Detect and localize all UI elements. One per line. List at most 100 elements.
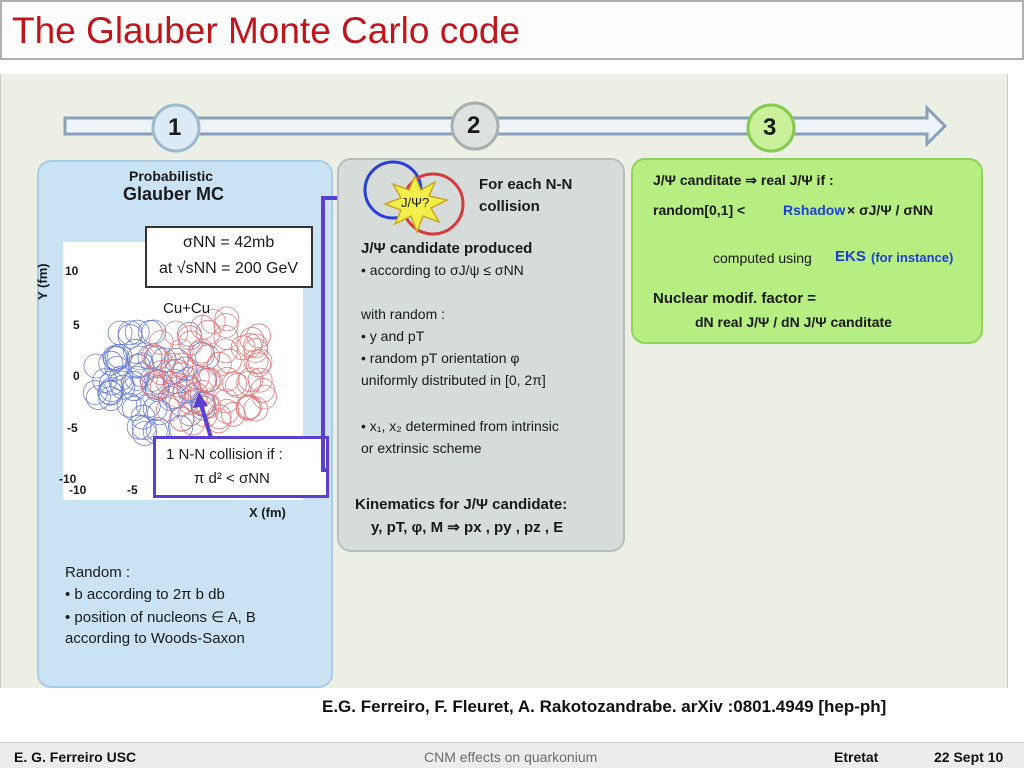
nucleon-a [102,345,128,370]
random-line2: • b according to 2π b db [65,586,225,603]
random-line1: Random : [65,564,131,581]
box2-header-line1: For each N-N [479,176,573,193]
nucleon-a [86,385,111,411]
nucleon-b [143,346,169,371]
nucleon-a [117,320,143,346]
x-axis-label: X (fm) [249,505,286,520]
nucleon-a [144,345,170,370]
candidate-line: • according to σJ/ψ ≤ σNN [361,262,524,278]
process-arrow-shape [63,104,948,148]
computed-pre: computed using [713,250,812,266]
real-jpsi-box [631,158,983,344]
nucleon-b [169,362,195,388]
nucleon-scatter [82,306,277,446]
step-circle-3 [746,103,796,153]
nucleon-b [206,351,232,377]
nucleon-a [122,396,147,421]
nucleon-b [246,323,272,349]
nucleon-b [168,352,194,378]
nucleon-a [99,377,125,402]
box2-random-line3: • random pT orientation φ [361,350,520,366]
nucleon-b [250,377,276,403]
slide-title: The Glauber Monte Carlo code [12,10,520,51]
nucleon-a [103,346,129,371]
collision-condition-box: 1 N-N collision if : π d² < σNN [153,436,329,498]
nucleon-b [163,320,189,346]
nucleon-b [214,306,240,332]
nucleon-b [159,359,185,384]
step-number-2: 2 [467,112,481,139]
collision-line1: 1 N-N collision if : [166,446,283,463]
y-tick-0: 0 [73,369,80,383]
nucleon-a [125,353,151,379]
nucleon-a [107,320,133,346]
nucleon-a [117,324,143,349]
nucleon-b [243,333,268,359]
footer-date: 22 Sept 10 [934,749,1004,765]
box2-random-line2: • y and pT [361,328,425,344]
sigma-box: σNN = 42mb at √sNN = 200 GeV [145,226,313,288]
y-tick-5: 5 [73,318,80,332]
energy-line: at √sNN = 200 GeV [159,260,299,277]
step-number-1: 1 [168,114,182,141]
footer-topic: CNM effects on quarkonium [424,749,598,765]
kinematics-line1: Kinematics for J/Ψ candidate: [355,496,568,513]
nuclear-line1: Nuclear modif. factor = [653,290,816,307]
nuclear-line2: dN real J/Ψ / dN J/Ψ canditate [695,314,892,330]
nucleon-b [141,374,167,399]
step-circle-1 [151,103,201,153]
candidate-title: J/Ψ candidate produced [361,240,533,257]
nn-collision-box [337,158,625,552]
nucleon-b [247,349,273,374]
x-tick-minus5: -5 [127,483,138,497]
nucleon-b [195,319,221,345]
nucleon-a [132,421,157,446]
nucleon-a [82,380,108,405]
y-tick-10: 10 [65,264,79,278]
box3-line2-post: × σJ/Ψ / σNN [847,202,934,218]
process-arrow [63,101,948,153]
nucleon-a [124,319,150,345]
nucleon-b [140,371,165,397]
box2-header-line2: collision [479,198,540,215]
y-tick-minus5: -5 [67,421,78,435]
star-burst-icon [382,174,450,235]
nucleon-a [98,350,124,376]
box3-line2-pre: random[0,1] < [653,202,746,218]
title-bar: The Glauber Monte Carlo code [0,0,1024,60]
nucleon-b [220,401,246,427]
box3-line2-rshadow: Rshadow [783,202,846,218]
nucleon-a [130,404,156,430]
kinematics-line2: y, pT, φ, M ⇒ px , py , pz , E [371,519,564,536]
nucleon-b [213,313,239,338]
random-line3: • position of nucleons ∈ A, B [65,609,256,626]
step-number-3: 3 [763,114,777,141]
nucleon-a [123,338,148,364]
nucleon-b [156,371,181,396]
y-tick-minus10: -10 [59,472,77,486]
nucleon-a [163,347,189,373]
random-line4: according to Woods-Saxon [65,630,245,647]
jpsi-badge-graphic [363,160,465,236]
collision-to-step2-arrow [321,196,343,472]
nucleon-b [213,338,239,364]
nucleon-b [149,374,175,400]
nucleon-b [184,365,210,391]
footer: E. G. Ferreiro USC CNM effects on quarko… [0,742,1024,768]
computed-post: (for instance) [871,250,954,265]
nucleon-b [237,333,263,358]
nucleon-b [237,394,263,420]
nucleon-b [243,338,269,363]
nucleon-b [192,366,217,391]
jpsi-badge: J/Ψ? [401,195,430,210]
box2-random-line1: with random : [361,306,446,322]
box2-random-line4: uniformly distributed in [0, 2π] [361,372,546,388]
nucleon-b [148,330,174,355]
nucleon-b [182,388,208,414]
box1-title-line1: Probabilistic [129,168,214,184]
x-scheme-line2: or extrinsic scheme [361,440,482,456]
x-tick-minus10: -10 [69,483,87,497]
collision-line2: π d² < σNN [194,470,270,487]
nucleon-a [98,380,123,406]
